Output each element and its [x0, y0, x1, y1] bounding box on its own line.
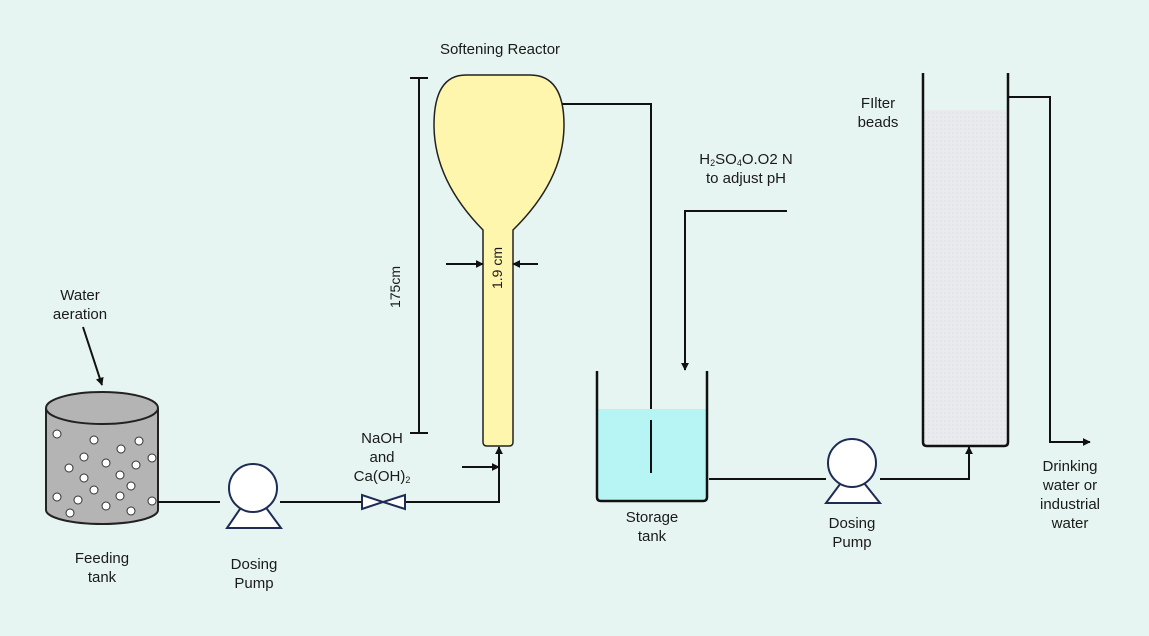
filter-outlet-pipe — [1008, 96, 1091, 446]
aeration-arrow — [82, 326, 104, 386]
feeding-tank-icon — [45, 391, 159, 525]
chemical-feed-label: NaOH and Ca(OH)2 — [353, 430, 411, 485]
pipes — [158, 448, 970, 503]
filter-column-icon — [921, 73, 1010, 448]
acid-feed-pipe — [681, 210, 787, 371]
reactor-outlet-pipe — [562, 103, 655, 474]
reactor-icon — [433, 74, 565, 447]
reactor-height-label: 175cm — [387, 265, 403, 309]
softening-reactor-label: Softening Reactor — [439, 41, 561, 58]
dosing-pump-icon — [225, 463, 283, 529]
reactor-width-label: 1.9 cm — [489, 246, 505, 290]
valve-icon — [361, 493, 406, 511]
acid-dosing-label: H2SO4O.O2 N to adjust pH — [699, 151, 793, 187]
dosing-pump-icon — [824, 438, 883, 504]
height-dimension — [410, 77, 428, 434]
